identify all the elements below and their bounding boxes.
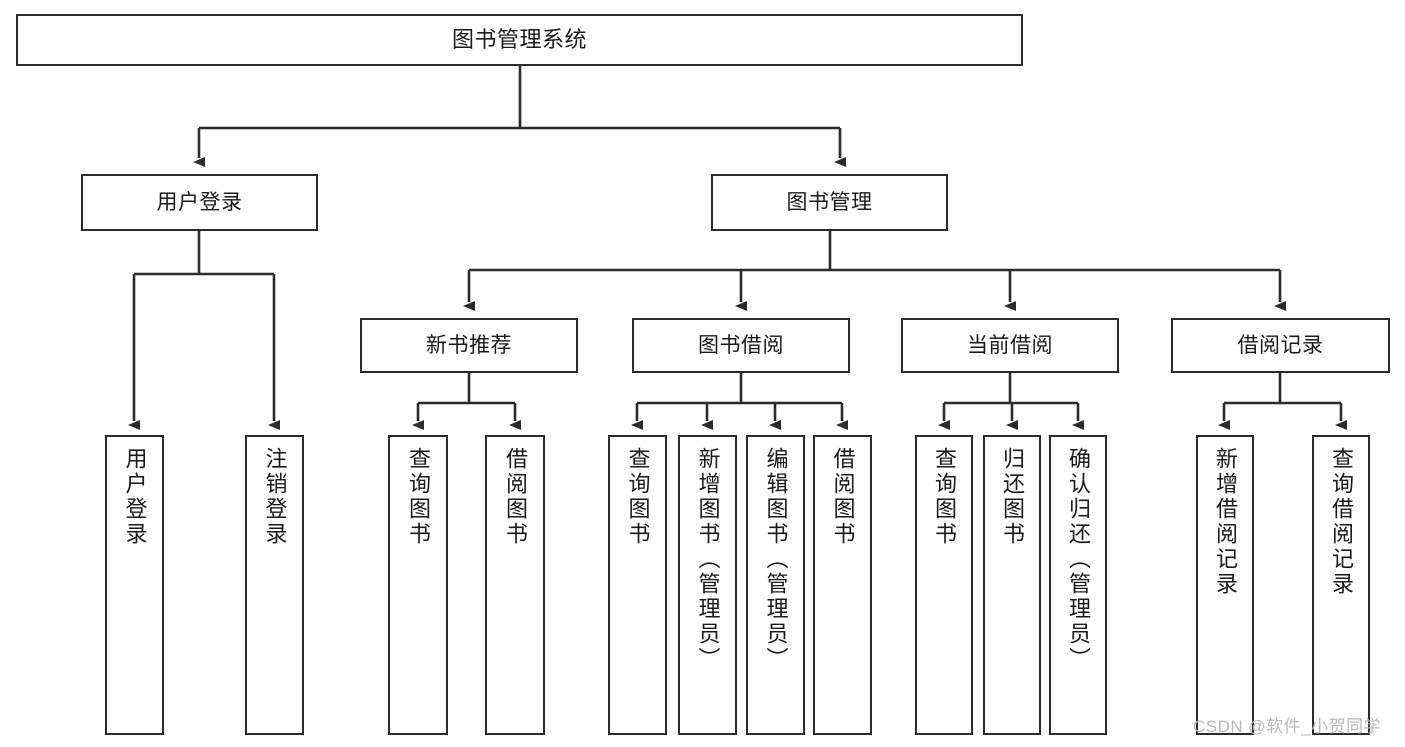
node-leaf-cur-confirm-return[interactable]: 确认归还（管理员）	[1049, 435, 1107, 735]
watermark-credit: CSDN @软件_小贺同学	[1193, 717, 1382, 736]
node-leaf-cur-return-book-label: 归还图书	[1000, 447, 1025, 547]
node-leaf-cur-confirm-return-label: 确认归还（管理员）	[1066, 447, 1091, 672]
node-leaf-cur-query-book-label: 查询图书	[932, 447, 957, 547]
node-root-system[interactable]: 图书管理系统	[16, 14, 1023, 66]
node-leaf-user-login[interactable]: 用户登录	[105, 435, 164, 735]
node-leaf-nb-borrow-book-label: 借阅图书	[503, 447, 528, 547]
node-leaf-rec-add-record[interactable]: 新增借阅记录	[1196, 435, 1254, 735]
node-root-system-label: 图书管理系统	[451, 26, 587, 52]
node-leaf-bw-add-book[interactable]: 新增图书（管理员）	[678, 435, 737, 735]
node-leaf-bw-edit-book[interactable]: 编辑图书（管理员）	[746, 435, 805, 735]
node-leaf-nb-borrow-book[interactable]: 借阅图书	[485, 435, 545, 735]
node-group-current-label: 当前借阅	[967, 333, 1053, 357]
node-group-borrow-label: 图书借阅	[698, 333, 784, 357]
node-leaf-bw-borrow-book[interactable]: 借阅图书	[813, 435, 872, 735]
node-group-new-book[interactable]: 新书推荐	[360, 318, 578, 373]
node-leaf-cur-query-book[interactable]: 查询图书	[915, 435, 973, 735]
node-leaf-bw-add-book-label: 新增图书（管理员）	[695, 447, 721, 672]
node-book-manage[interactable]: 图书管理	[711, 174, 948, 231]
node-leaf-nb-query-book-label: 查询图书	[406, 447, 431, 547]
node-leaf-bw-query-book[interactable]: 查询图书	[608, 435, 667, 735]
node-book-manage-label: 图书管理	[786, 190, 873, 214]
node-leaf-user-login-label: 用户登录	[122, 447, 148, 547]
node-leaf-rec-query-record[interactable]: 查询借阅记录	[1312, 435, 1370, 735]
node-leaf-bw-edit-book-label: 编辑图书（管理员）	[763, 447, 789, 672]
node-user-login-label: 用户登录	[156, 190, 243, 214]
node-leaf-user-logout-label: 注销登录	[262, 447, 288, 547]
node-leaf-nb-query-book[interactable]: 查询图书	[388, 435, 448, 735]
node-group-new-book-label: 新书推荐	[426, 333, 512, 357]
node-leaf-bw-query-book-label: 查询图书	[625, 447, 651, 547]
node-user-login[interactable]: 用户登录	[81, 174, 318, 231]
node-leaf-rec-query-record-label: 查询借阅记录	[1329, 447, 1354, 597]
node-leaf-bw-borrow-book-label: 借阅图书	[830, 447, 856, 547]
node-leaf-user-logout[interactable]: 注销登录	[245, 435, 304, 735]
node-leaf-rec-add-record-label: 新增借阅记录	[1213, 447, 1238, 597]
node-group-records[interactable]: 借阅记录	[1171, 318, 1390, 373]
node-leaf-cur-return-book[interactable]: 归还图书	[983, 435, 1041, 735]
node-group-current[interactable]: 当前借阅	[901, 318, 1119, 373]
node-group-records-label: 借阅记录	[1237, 333, 1324, 357]
node-group-borrow[interactable]: 图书借阅	[632, 318, 850, 373]
